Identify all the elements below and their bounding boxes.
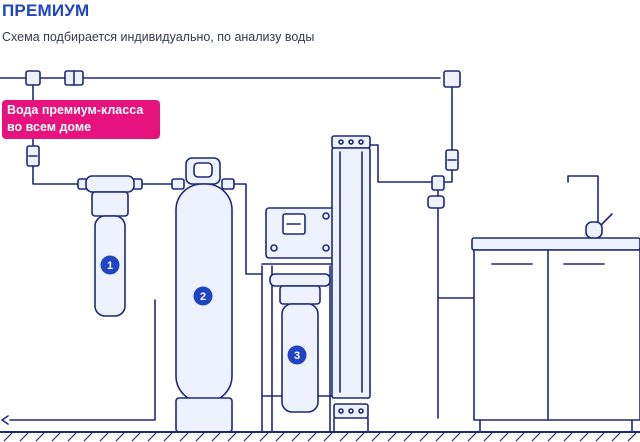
supply-tee [25, 70, 41, 86]
marker-3-label: 3 [294, 350, 300, 362]
page-subtitle: Схема подбирается индивидуально, по анал… [2, 30, 315, 44]
right-tee [443, 70, 461, 88]
marker-1: 1 [100, 255, 120, 275]
page-title: ПРЕМИУМ [2, 1, 90, 20]
marker-3: 3 [287, 345, 307, 365]
right-tap [431, 175, 445, 191]
filter-1 [77, 175, 143, 317]
ro-unit-3 [261, 207, 339, 433]
floor-hatching [3, 432, 637, 442]
badge-line-2: во всем доме [7, 120, 92, 134]
badge-line-1: Вода премиум-класса [7, 103, 144, 117]
premium-water-badge: Вода премиум-класса во всем доме [2, 100, 160, 139]
kitchen-cabinet [471, 237, 640, 433]
membrane-column [331, 135, 371, 433]
marker-2-label: 2 [200, 291, 206, 303]
marker-2: 2 [193, 286, 213, 306]
faucet [567, 175, 613, 239]
marker-1-label: 1 [107, 260, 113, 272]
